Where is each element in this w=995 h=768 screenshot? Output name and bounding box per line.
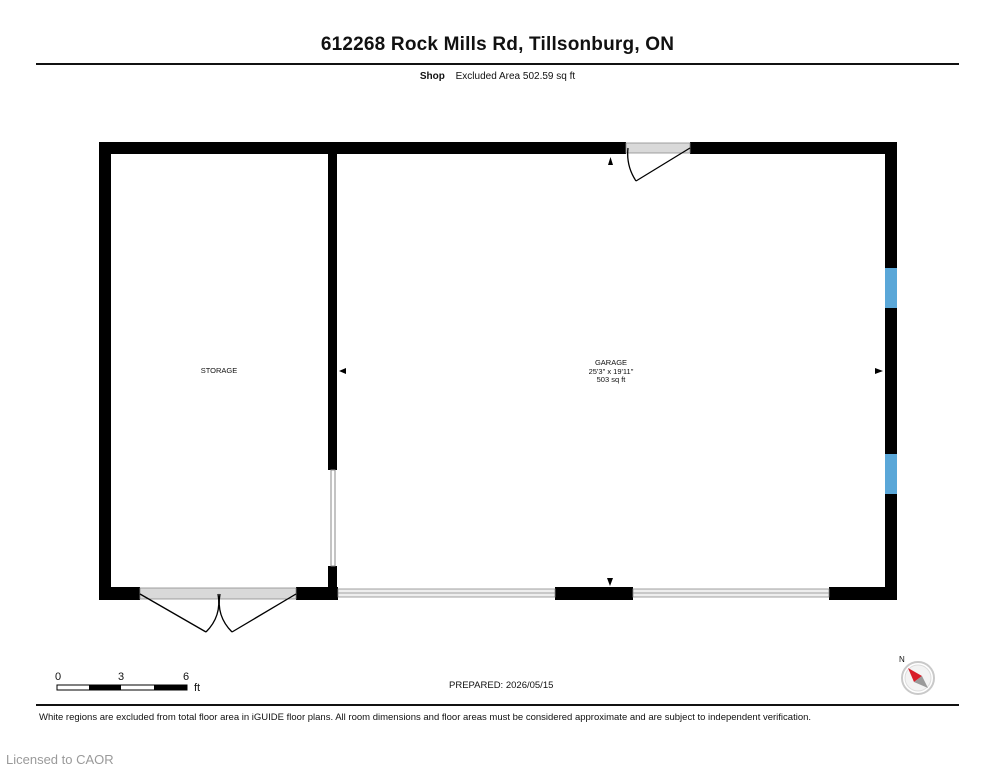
room-garage-dimensions: 25'3" x 19'11" xyxy=(588,366,634,376)
wall-right-3 xyxy=(885,494,897,600)
wall-top-right xyxy=(690,142,897,154)
room-garage-area: 503 sq ft xyxy=(596,375,626,384)
garage-entry-threshold xyxy=(625,142,691,154)
prepared-date: PREPARED: 2026/05/15 xyxy=(449,680,554,691)
wall-right-1 xyxy=(885,142,897,268)
window-right-1 xyxy=(885,268,897,308)
wall-interior-lower xyxy=(328,566,337,594)
dim-arrow-left xyxy=(339,368,346,374)
scale-bar xyxy=(56,684,188,691)
dim-arrow-right xyxy=(875,368,883,374)
floor-subtitle: Shop Excluded Area 502.59 sq ft xyxy=(0,71,995,82)
floor-name: Shop xyxy=(419,71,445,82)
room-storage-name: STORAGE xyxy=(200,366,238,375)
wall-left xyxy=(99,142,111,600)
interior-opening xyxy=(330,469,336,567)
excluded-area: Excluded Area 502.59 sq ft xyxy=(455,71,576,82)
scale-label-3: 3 xyxy=(118,671,125,683)
scale-unit: ft xyxy=(194,682,201,694)
footer-rule xyxy=(36,704,959,706)
dim-arrow-bottom xyxy=(607,578,613,586)
garage-entry-door xyxy=(627,147,691,182)
scale-label-6: 6 xyxy=(183,671,190,683)
storage-door-threshold xyxy=(139,587,297,600)
storage-double-door xyxy=(139,593,297,633)
license-watermark: Licensed to CAOR xyxy=(6,752,114,767)
wall-bottom-3 xyxy=(555,587,633,600)
wall-bottom-2 xyxy=(296,587,338,600)
wall-bottom-1 xyxy=(99,587,140,600)
dim-arrow-top xyxy=(608,157,613,165)
scale-label-0: 0 xyxy=(55,671,62,683)
wall-interior xyxy=(328,148,337,470)
disclaimer-text: White regions are excluded from total fl… xyxy=(39,712,812,723)
wall-top-left xyxy=(99,142,626,154)
wall-bottom-4 xyxy=(829,587,897,600)
plan-title: 612268 Rock Mills Rd, Tillsonburg, ON xyxy=(320,34,675,55)
header-rule xyxy=(36,63,959,65)
compass-north-label: N xyxy=(899,655,905,664)
compass-icon xyxy=(901,661,935,695)
window-right-2 xyxy=(885,454,897,494)
room-storage-label: STORAGE xyxy=(200,366,238,376)
wall-right-2 xyxy=(885,308,897,454)
room-garage-name: GARAGE xyxy=(594,358,628,367)
room-garage-label: GARAGE 25'3" x 19'11" 503 sq ft xyxy=(588,358,634,385)
